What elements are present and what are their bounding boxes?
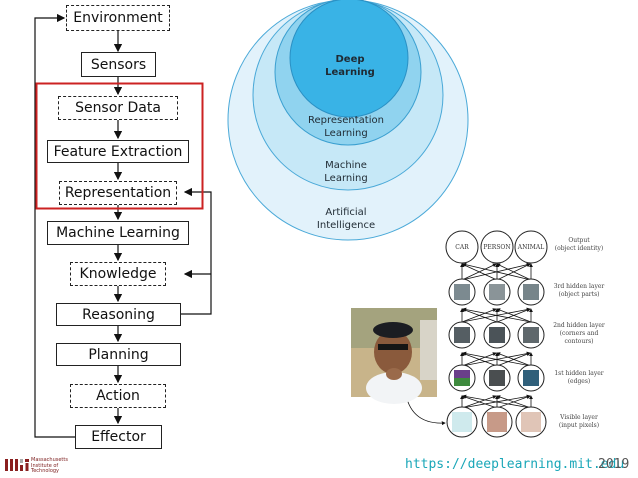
- hidden1-feature-3: [523, 370, 539, 386]
- sensors-box: Sensors: [81, 52, 156, 77]
- deep-learning-circle: [289, 0, 409, 118]
- sensor-data-box: Sensor Data: [58, 96, 178, 120]
- environment-box: Environment: [66, 5, 170, 31]
- course-url-link[interactable]: https://deeplearning.mit.edu: [405, 457, 625, 472]
- planning-box: Planning: [56, 343, 181, 366]
- output-node-person: [480, 230, 514, 264]
- visible-pixel-2: [487, 412, 507, 432]
- visible-pixel-1: [452, 412, 472, 432]
- hidden3-layer-label: 3rd hidden layer(object parts): [553, 283, 605, 298]
- hidden2-feature-3: [523, 327, 539, 343]
- hidden3-feature-2: [489, 284, 505, 300]
- reasoning-box: Reasoning: [56, 303, 181, 326]
- mit-logo: [5, 459, 29, 471]
- effector-box: Effector: [75, 425, 162, 449]
- feature-extraction-box: Feature Extraction: [47, 140, 189, 163]
- hidden2-feature-1: [454, 327, 470, 343]
- visible-layer-label: Visible layer(input pixels): [558, 414, 600, 429]
- action-box: Action: [70, 384, 166, 408]
- input-photo: [351, 308, 437, 404]
- output-node-person-label: PERSON: [483, 244, 510, 251]
- footer-year: 2019: [598, 457, 630, 472]
- hidden3-feature-3: [523, 284, 539, 300]
- output-node-car-label: CAR: [455, 244, 469, 251]
- knowledge-box: Knowledge: [70, 262, 166, 286]
- machine-learning-box: Machine Learning: [47, 221, 189, 245]
- visible-pixel-3: [521, 412, 541, 432]
- output-node-animal-label: ANIMAL: [517, 244, 544, 251]
- hidden1-feature-2: [489, 370, 505, 386]
- hidden2-feature-2: [489, 327, 505, 343]
- output-node-car: [445, 230, 479, 264]
- representation-box: Representation: [59, 181, 177, 205]
- hidden3-feature-1: [454, 284, 470, 300]
- output-node-animal: [514, 230, 548, 264]
- output-layer-label: Output(object identity): [554, 237, 604, 252]
- hidden1-layer-label: 1st hidden layer(edges): [554, 370, 604, 385]
